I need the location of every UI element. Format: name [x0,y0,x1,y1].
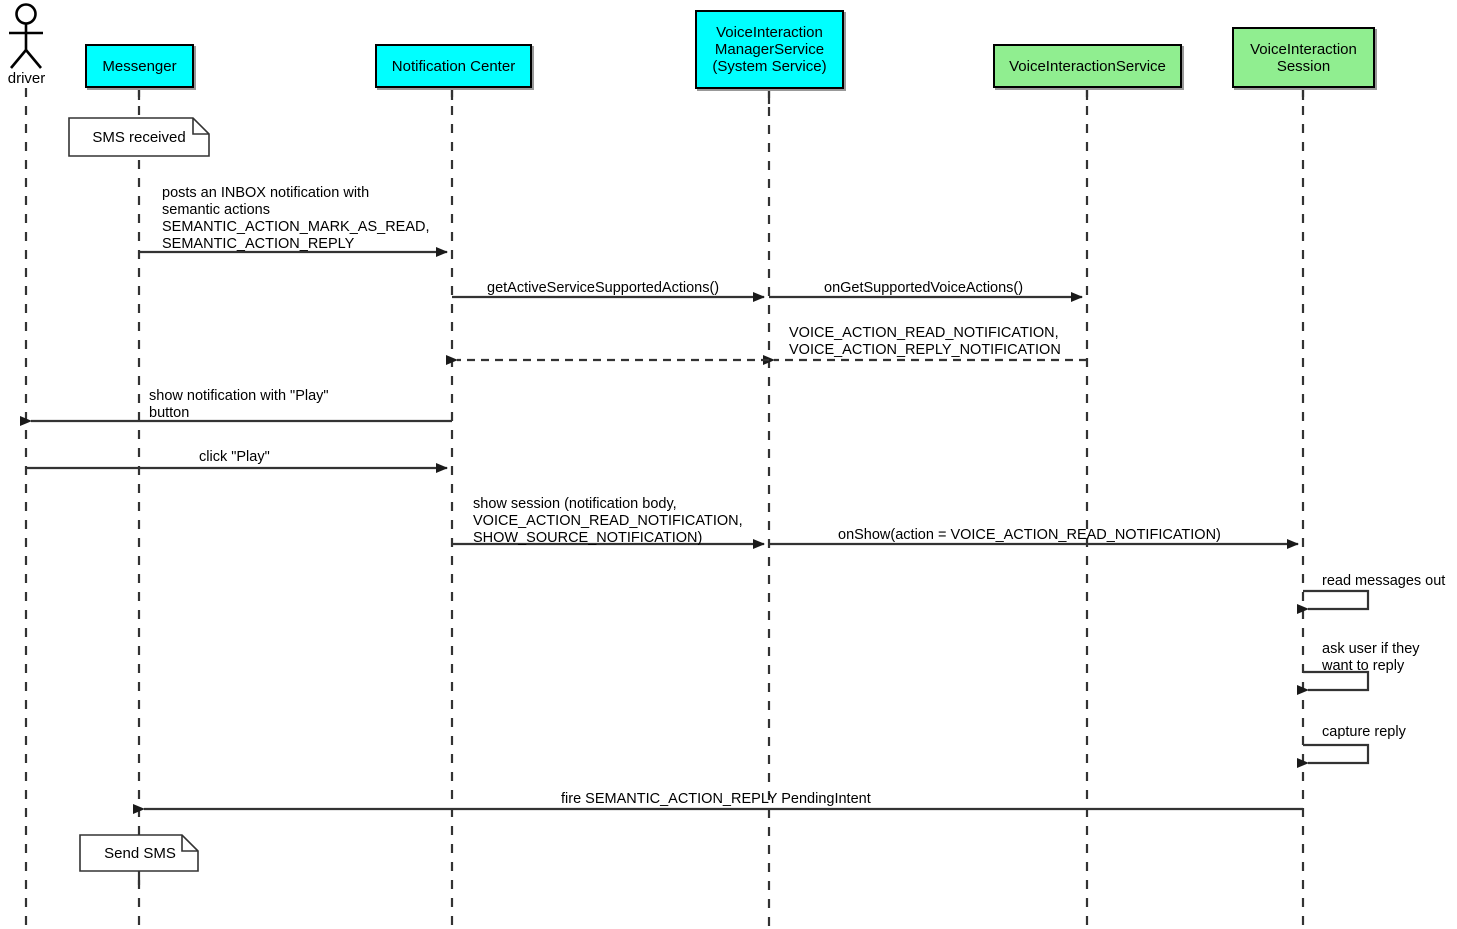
message-label-on-get-supported-voice-actions: onGetSupportedVoiceActions() [824,280,1024,296]
lifelines-group [24,88,1305,929]
participant-voice-interaction-session-label: VoiceInteraction Session [1250,40,1357,75]
message-arrows [20,247,1303,814]
note-sms-received: SMS received [69,118,209,156]
self-arrow-ask-user-reply [1297,670,1370,695]
participant-notification-center-label: Notification Center [391,57,516,75]
message-label-on-show: onShow(action = VOICE_ACTION_READ_NOTIFI… [838,527,1221,543]
actor-driver-label: driver [7,70,46,87]
participant-voice-interaction-service-label: VoiceInteractionService [1009,57,1166,75]
self-message-label-capture-reply: capture reply [1322,724,1406,740]
self-message-label-read-messages-out: read messages out [1322,573,1446,589]
note-fold-sms-received [192,118,209,135]
message-label-click-play: click "Play" [199,449,270,465]
self-arrow-capture-reply [1297,743,1370,768]
note-shapes [68,117,210,872]
participant-messenger[interactable]: Messenger [85,44,194,88]
note-send-sms-text: Send SMS [104,844,176,862]
message-label-show-session: show session (notification body, VOICE_A… [473,496,743,546]
note-shape-sms-received [68,117,210,157]
message-label-get-active-service-supported-actions: getActiveServiceSupportedActions() [487,280,720,296]
note-shape-send-sms [79,834,199,872]
self-message-label-ask-user-reply: ask user if they want to reply [1322,641,1420,674]
message-label-fire-reply-pending-intent: fire SEMANTIC_ACTION_REPLY PendingIntent [561,791,871,807]
self-arrow-read-messages-out [1297,589,1370,614]
participant-notification-center[interactable]: Notification Center [375,44,532,88]
lifeline-stubs [137,88,1305,885]
note-fold-send-sms [181,835,198,852]
participant-voice-interaction-session[interactable]: VoiceInteraction Session [1232,27,1375,88]
note-sms-received-text: SMS received [92,128,186,146]
message-label-return-voice-actions: VOICE_ACTION_READ_NOTIFICATION, VOICE_AC… [789,325,1061,358]
self-message-arrows [1297,589,1370,768]
message-label-post-notification: posts an INBOX notification with semanti… [162,185,430,252]
participant-voice-interaction-service[interactable]: VoiceInteractionService [993,44,1182,88]
participant-messenger-label: Messenger [102,57,177,75]
message-label-show-notification-play: show notification with "Play" button [149,388,329,421]
note-send-sms: Send SMS [80,835,198,871]
participant-voice-interaction-manager-service[interactable]: VoiceInteraction ManagerService (System … [695,10,844,89]
participant-voice-interaction-manager-service-label: VoiceInteraction ManagerService (System … [712,24,827,75]
actor-driver-icon [9,3,43,69]
